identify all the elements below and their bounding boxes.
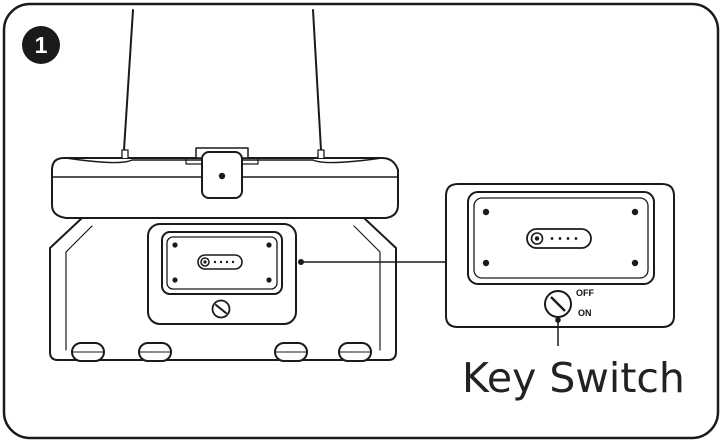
detail-key-slot: [550, 296, 566, 312]
indicator-dots-icon: [550, 237, 578, 240]
key-switch-label: Key Switch: [462, 354, 685, 402]
detail-panel: [445, 183, 675, 328]
screw-icon: [266, 277, 272, 283]
indicator-dots-icon: [213, 260, 235, 264]
wheel-icon: [138, 342, 172, 362]
lower-shell-inner: [65, 225, 93, 351]
screw-icon: [631, 259, 639, 267]
latch-side-right: [241, 157, 259, 165]
step-number-badge: 1: [22, 26, 60, 64]
latch-side-left: [185, 157, 203, 165]
top-notch-left: [121, 149, 129, 159]
key-position-off-label: OFF: [576, 288, 594, 298]
wheel-icon: [274, 342, 308, 362]
latch-hole: [218, 172, 226, 180]
key-position-on-label: ON: [578, 308, 592, 318]
key-slot: [215, 304, 227, 314]
robot-body: [49, 9, 399, 362]
screw-icon: [482, 259, 490, 267]
screw-icon: [172, 277, 178, 283]
screw-icon: [631, 208, 639, 216]
screw-icon: [172, 242, 178, 248]
wheel-icon: [338, 342, 372, 362]
indicator-led-core: [203, 260, 207, 264]
lower-shell-inner-right: [353, 225, 381, 351]
top-notch-right: [317, 149, 325, 159]
screw-icon: [482, 208, 490, 216]
wheel-icon: [71, 342, 105, 362]
detail-indicator-led-core: [534, 236, 540, 241]
screw-icon: [266, 242, 272, 248]
